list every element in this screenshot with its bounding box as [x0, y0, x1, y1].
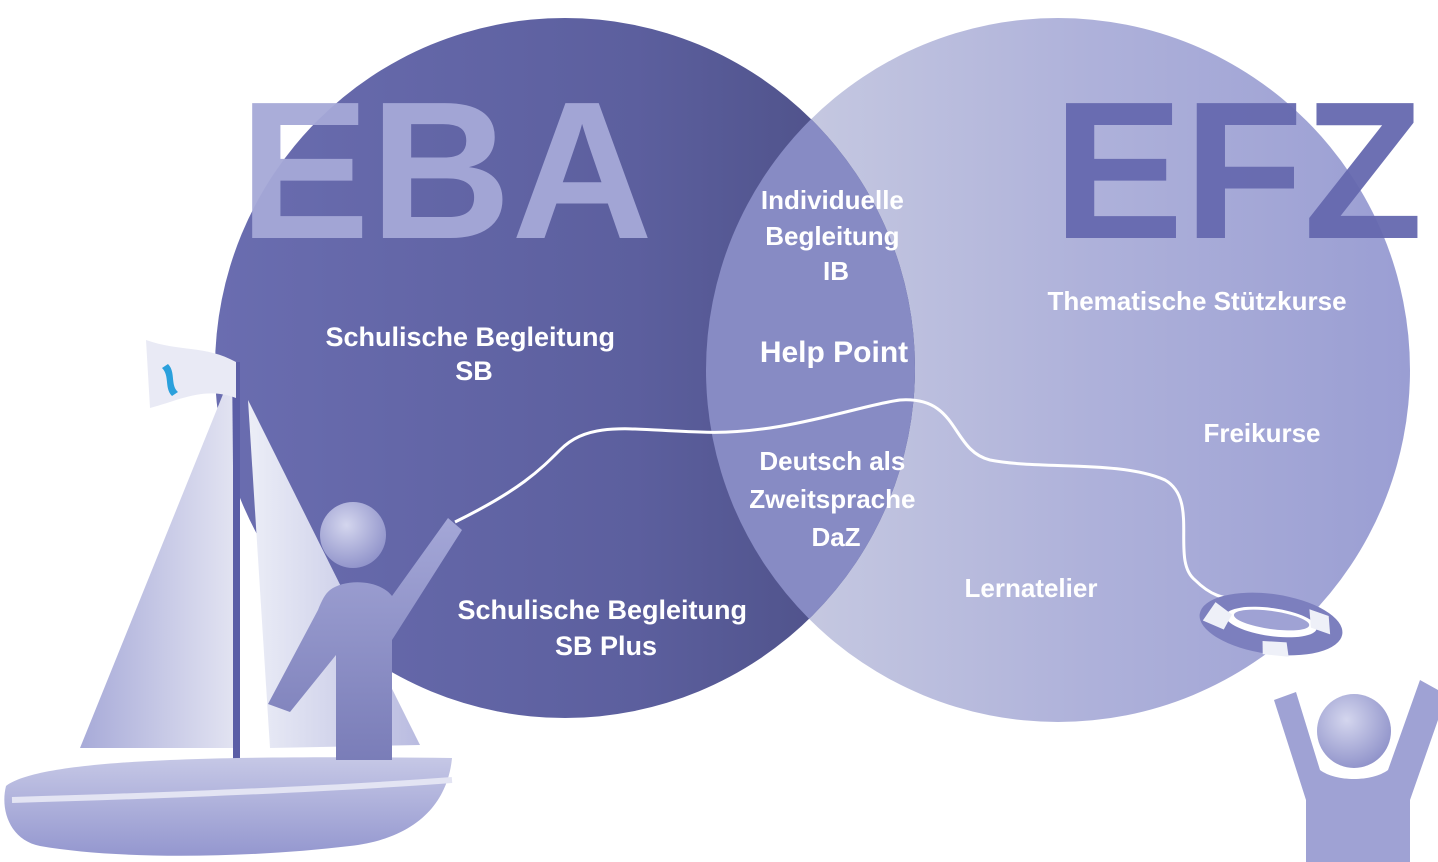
lifebuoy-icon [1199, 592, 1343, 657]
overlap-daz-line2: Zweitsprache [749, 484, 915, 514]
efz-item-lernatelier: Lernatelier [965, 573, 1098, 603]
person-throwing-icon [268, 502, 462, 760]
efz-circle [706, 18, 1410, 722]
eba-circle [215, 18, 915, 718]
rope-icon [454, 398, 1241, 602]
efz-heading: EFZ [1053, 61, 1423, 280]
efz-item-freikurse: Freikurse [1203, 418, 1320, 448]
eba-item-sbplus-line1: Schulische Begleitung [457, 595, 747, 625]
person-cheering-icon [1274, 680, 1438, 862]
efz-item-stuetzkurse: Thematische Stützkurse [1047, 286, 1346, 316]
overlap-daz-line3: DaZ [811, 522, 860, 552]
eba-item-sbplus-line2: SB Plus [555, 631, 657, 661]
overlap-ib-line3: IB [823, 256, 849, 286]
eba-item-sb-line1: Schulische Begleitung [325, 322, 615, 352]
eba-heading: EBA [239, 61, 653, 280]
overlap-ib-line1: Individuelle [761, 185, 904, 215]
overlap-daz-line1: Deutsch als [759, 446, 905, 476]
eba-item-sbplus: Schulische Begleitung SB Plus [457, 595, 754, 661]
overlap-daz: Deutsch als Zweitsprache DaZ [749, 446, 922, 552]
eba-item-sb: Schulische Begleitung SB [325, 322, 622, 386]
overlap-help-point: Help Point [760, 336, 908, 369]
eba-item-sb-line2: SB [455, 356, 493, 386]
overlap-ib-line2: Begleitung [765, 221, 899, 251]
flag-icon [146, 340, 236, 408]
overlap-ib: Individuelle Begleitung IB [761, 185, 911, 286]
